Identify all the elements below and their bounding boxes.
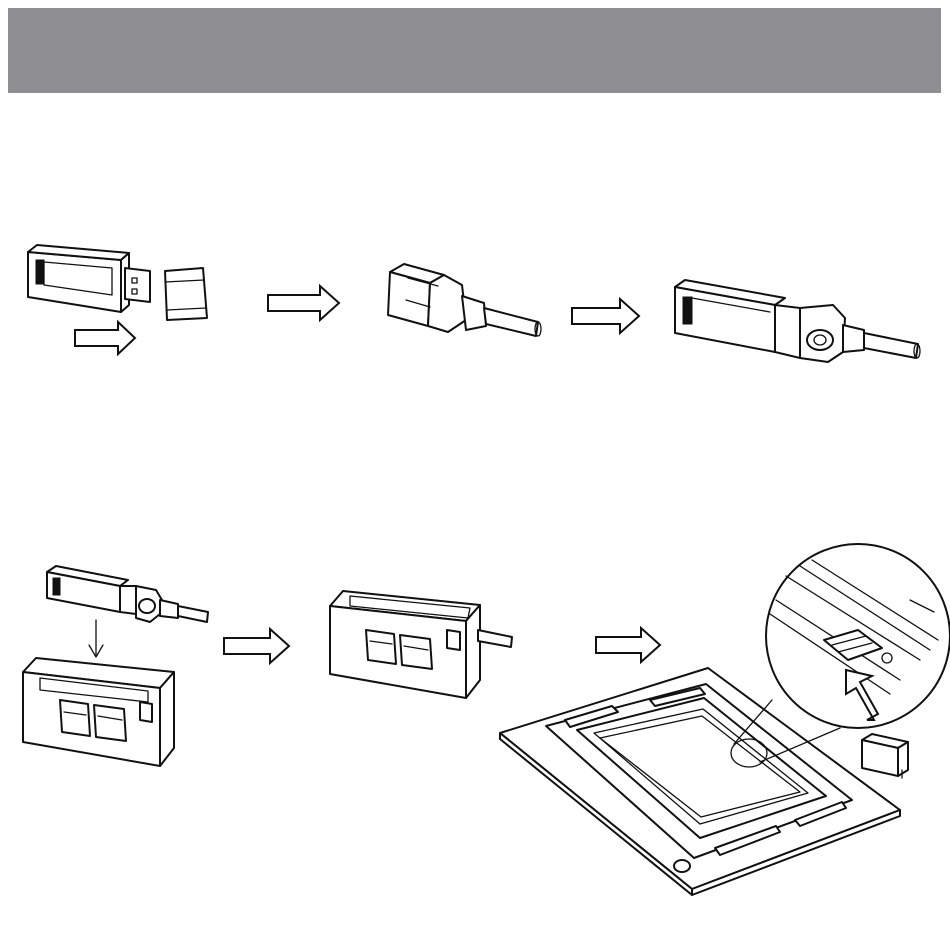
module-with-cable — [47, 566, 208, 622]
arrow-right-icon — [268, 286, 339, 320]
arrow-down-icon — [89, 620, 103, 657]
extension-cable-plug — [388, 264, 541, 336]
usb-cap — [165, 268, 207, 320]
holder-bracket — [23, 658, 174, 766]
usb-wifi-module — [28, 245, 150, 312]
module-connected-to-cable — [675, 280, 920, 362]
usb-wifi-module — [862, 734, 908, 778]
arrow-right-icon — [596, 628, 660, 662]
arrow-right-icon — [75, 322, 135, 354]
arrow-right-icon — [224, 629, 289, 663]
arrow-right-icon — [572, 299, 639, 333]
module-seated-in-holder — [330, 591, 512, 698]
